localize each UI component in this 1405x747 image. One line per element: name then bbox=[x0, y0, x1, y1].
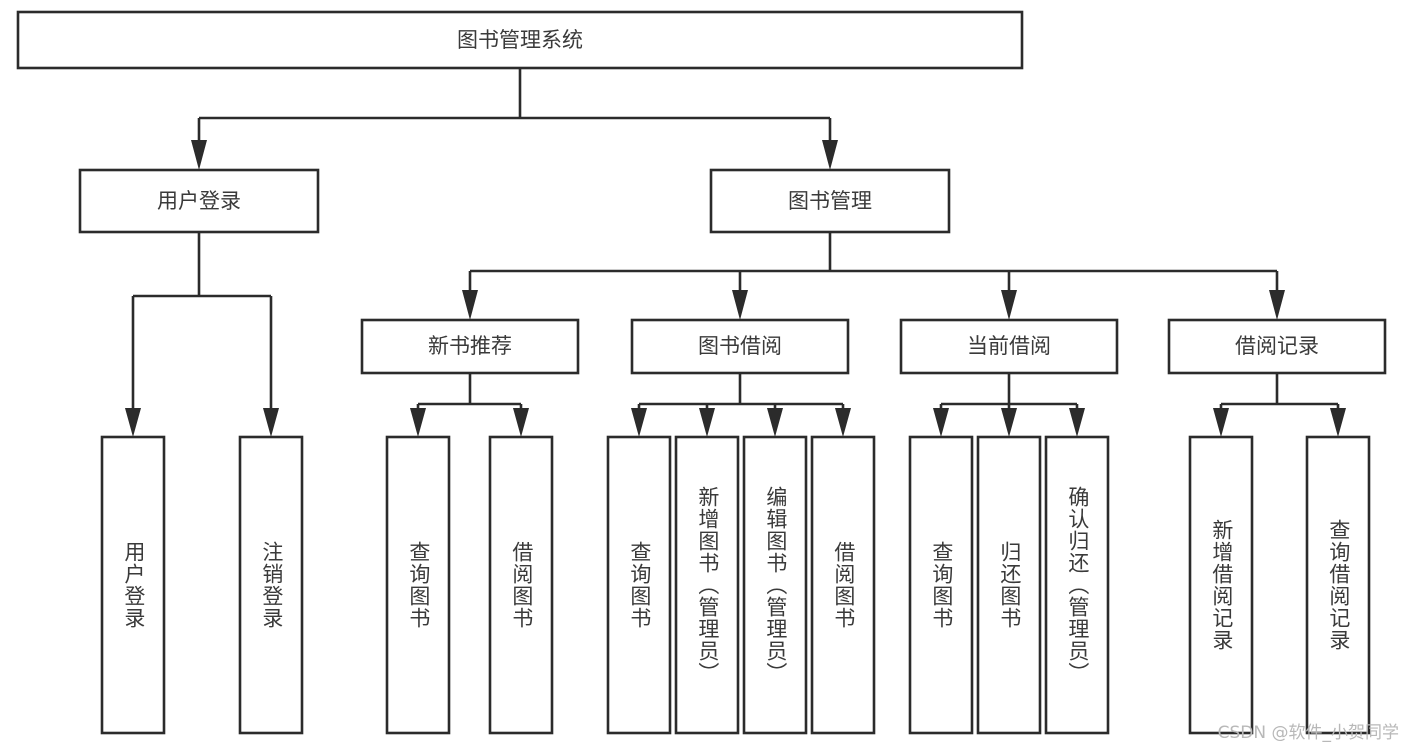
leaf-group-new-book-recommend bbox=[385, 435, 554, 735]
leaf-box-recommend-2[interactable] bbox=[488, 435, 554, 735]
csdn-watermark: CSDN @软件_小贺同学 bbox=[1217, 723, 1399, 743]
node-borrow-record-box[interactable] bbox=[1167, 318, 1387, 375]
connector-group-record-to-leaves bbox=[1213, 373, 1346, 437]
arrow-l3-3 bbox=[1001, 290, 1017, 320]
arrow-re-2 bbox=[1330, 408, 1346, 437]
node-root-label: 图书管理系统 bbox=[457, 28, 583, 52]
arrow-cu-3 bbox=[1069, 408, 1085, 437]
leaf-group-current-borrow bbox=[908, 435, 1110, 735]
node-user-login-box[interactable] bbox=[78, 168, 320, 234]
leaf-box-current-2[interactable] bbox=[976, 435, 1042, 735]
arrow-book-manage bbox=[822, 140, 838, 170]
arrow-bo-2 bbox=[699, 408, 715, 437]
arrow-bo-4 bbox=[835, 408, 851, 437]
connector-group-borrow-to-leaves bbox=[631, 373, 851, 437]
leaf-box-borrow-4[interactable] bbox=[810, 435, 876, 735]
arrow-l3-2 bbox=[732, 290, 748, 320]
node-new-book-recommend-box[interactable] bbox=[360, 318, 580, 375]
connector-group-current-to-leaves bbox=[933, 373, 1085, 437]
arrow-bo-3 bbox=[767, 408, 783, 437]
leaf-box-record-1[interactable] bbox=[1188, 435, 1254, 735]
leaf-box-borrow-2[interactable] bbox=[674, 435, 740, 735]
arrow-cu-2 bbox=[1001, 408, 1017, 437]
leaf-group-book-borrow bbox=[606, 435, 876, 735]
leaf-box-current-1[interactable] bbox=[908, 435, 974, 735]
leaf-box-record-2[interactable] bbox=[1305, 435, 1371, 735]
leaf-box-borrow-1[interactable] bbox=[606, 435, 672, 735]
arrow-l3-1 bbox=[462, 290, 478, 320]
arrow-re-1 bbox=[1213, 408, 1229, 437]
node-borrow-record[interactable]: 借阅记录 bbox=[1167, 318, 1387, 375]
leaf-box-current-3[interactable] bbox=[1044, 435, 1110, 735]
node-root-box[interactable] bbox=[16, 10, 1024, 70]
arrow-ul-1 bbox=[125, 408, 141, 437]
node-current-borrow-box[interactable] bbox=[899, 318, 1119, 375]
node-book-borrow[interactable]: 图书借阅 bbox=[630, 318, 850, 375]
connector-group-recommend-to-leaves bbox=[410, 373, 529, 437]
leaf-group-borrow-record bbox=[1188, 435, 1371, 735]
arrow-cu-1 bbox=[933, 408, 949, 437]
leaf-box-user-login-2[interactable] bbox=[238, 435, 304, 735]
node-borrow-record-label: 借阅记录 bbox=[1235, 334, 1319, 358]
leaf-box-recommend-1[interactable] bbox=[385, 435, 451, 735]
node-current-borrow[interactable]: 当前借阅 bbox=[899, 318, 1119, 375]
arrow-rec-1 bbox=[410, 408, 426, 437]
connector-group-root-to-level2 bbox=[191, 68, 838, 170]
connector-group-book-manage-to-level3 bbox=[462, 232, 1285, 320]
node-book-manage-label: 图书管理 bbox=[788, 189, 872, 213]
arrow-rec-2 bbox=[513, 408, 529, 437]
node-new-book-recommend[interactable]: 新书推荐 bbox=[360, 318, 580, 375]
leaf-group-user-login bbox=[100, 435, 304, 735]
arrow-bo-1 bbox=[631, 408, 647, 437]
arrow-l3-4 bbox=[1269, 290, 1285, 320]
node-book-borrow-label: 图书借阅 bbox=[698, 334, 782, 358]
connector-group-user-login-to-leaves bbox=[125, 232, 279, 437]
node-new-book-recommend-label: 新书推荐 bbox=[428, 334, 512, 358]
node-current-borrow-label: 当前借阅 bbox=[967, 334, 1051, 358]
node-user-login[interactable]: 用户登录 bbox=[78, 168, 320, 234]
node-book-manage[interactable]: 图书管理 bbox=[709, 168, 951, 234]
node-user-login-label: 用户登录 bbox=[157, 189, 241, 213]
node-book-borrow-box[interactable] bbox=[630, 318, 850, 375]
arrow-ul-2 bbox=[263, 408, 279, 437]
node-book-manage-box[interactable] bbox=[709, 168, 951, 234]
node-root[interactable]: 图书管理系统 bbox=[16, 10, 1024, 70]
arrow-user-login bbox=[191, 140, 207, 170]
leaf-box-user-login-1[interactable] bbox=[100, 435, 166, 735]
leaf-box-borrow-3[interactable] bbox=[742, 435, 808, 735]
